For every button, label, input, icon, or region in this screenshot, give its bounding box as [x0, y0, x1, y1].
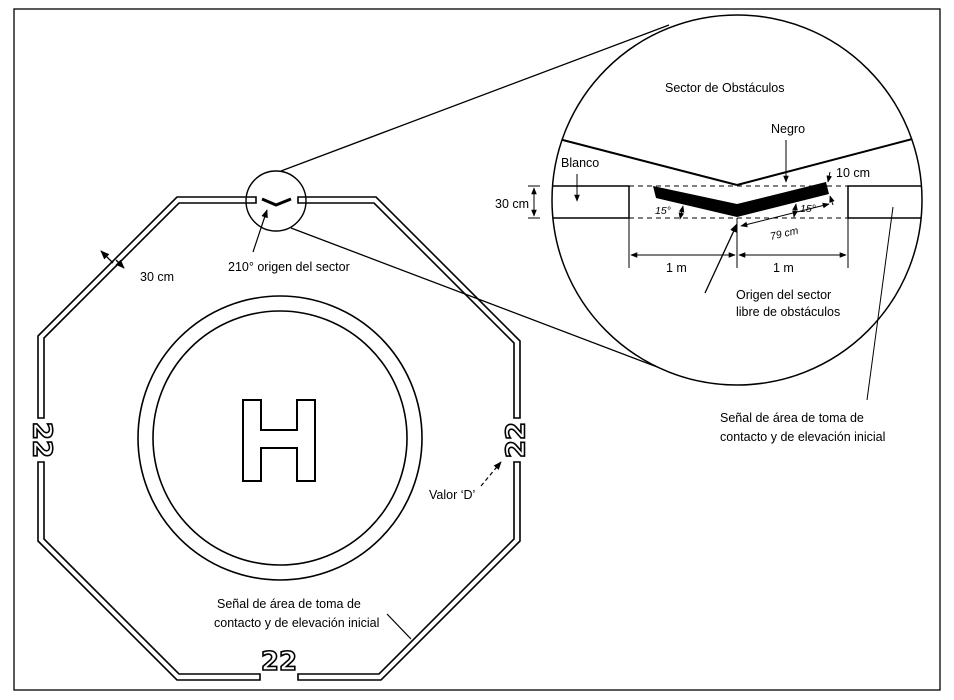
d-value-label: Valor ‘D’ [429, 488, 475, 502]
origin-leader [704, 223, 738, 294]
sector-origin-label: 210° origen del sector [228, 260, 350, 274]
dim-1m-left-label: 1 m [666, 261, 687, 275]
zoom-tangent-top [280, 24, 670, 172]
dim-30cm-main-label: 30 cm [140, 270, 174, 284]
dim-10cm-label: 10 cm [836, 166, 870, 180]
d-value-leader [480, 461, 502, 487]
tlof-main-leader [386, 613, 412, 640]
tlof-main-label-1: Señal de área de toma de [217, 597, 361, 611]
dim-1m-right-label: 1 m [773, 261, 794, 275]
sector-origin-chevron [261, 197, 292, 207]
outer-ring [137, 295, 423, 581]
dim-30cm-main-tick [115, 259, 125, 269]
dim-30cm-zoom-label: 30 cm [495, 197, 529, 211]
sector-origin-magnifier [245, 170, 307, 232]
inner-ring [152, 310, 408, 566]
d-number-right: 22 [502, 422, 532, 458]
origin-label-2: libre de obstáculos [736, 305, 840, 319]
negro-label: Negro [771, 122, 805, 136]
angle-right-label: 15° [800, 203, 816, 215]
figure-frame [13, 8, 941, 691]
zoom-tangent-bottom [290, 227, 661, 369]
blanco-label: Blanco [561, 156, 599, 170]
angle-arc-right [792, 203, 798, 218]
d-number-bottom: 22 [261, 647, 297, 677]
sector-origin-leader [252, 209, 268, 253]
tlof-zoom-label-1: Señal de área de toma de [720, 411, 864, 425]
dim-10cm-arrow-top [826, 171, 832, 183]
tlof-strip-left [552, 185, 630, 219]
dim-30cm-main-arrow [100, 250, 114, 264]
dim-10cm-arrow-bottom [829, 195, 835, 206]
sector-title: Sector de Obstáculos [665, 81, 785, 95]
heliport-h-letter [242, 399, 316, 482]
d-number-left: 22 [27, 422, 57, 458]
angle-arc-left [678, 205, 685, 220]
tlof-zoom-leader [866, 206, 894, 401]
zoom-circle [551, 14, 923, 386]
tlof-zoom-label-2: contacto y de elevación inicial [720, 430, 885, 444]
dim-79cm-line [740, 202, 830, 228]
origin-label-1: Origen del sector [736, 288, 831, 302]
angle-left-label: 15° [655, 205, 671, 217]
tlof-octagon-outline [37, 196, 521, 681]
sector-line-left [554, 137, 738, 186]
sector-line-right [736, 136, 921, 186]
tlof-main-label-2: contacto y de elevación inicial [214, 616, 379, 630]
